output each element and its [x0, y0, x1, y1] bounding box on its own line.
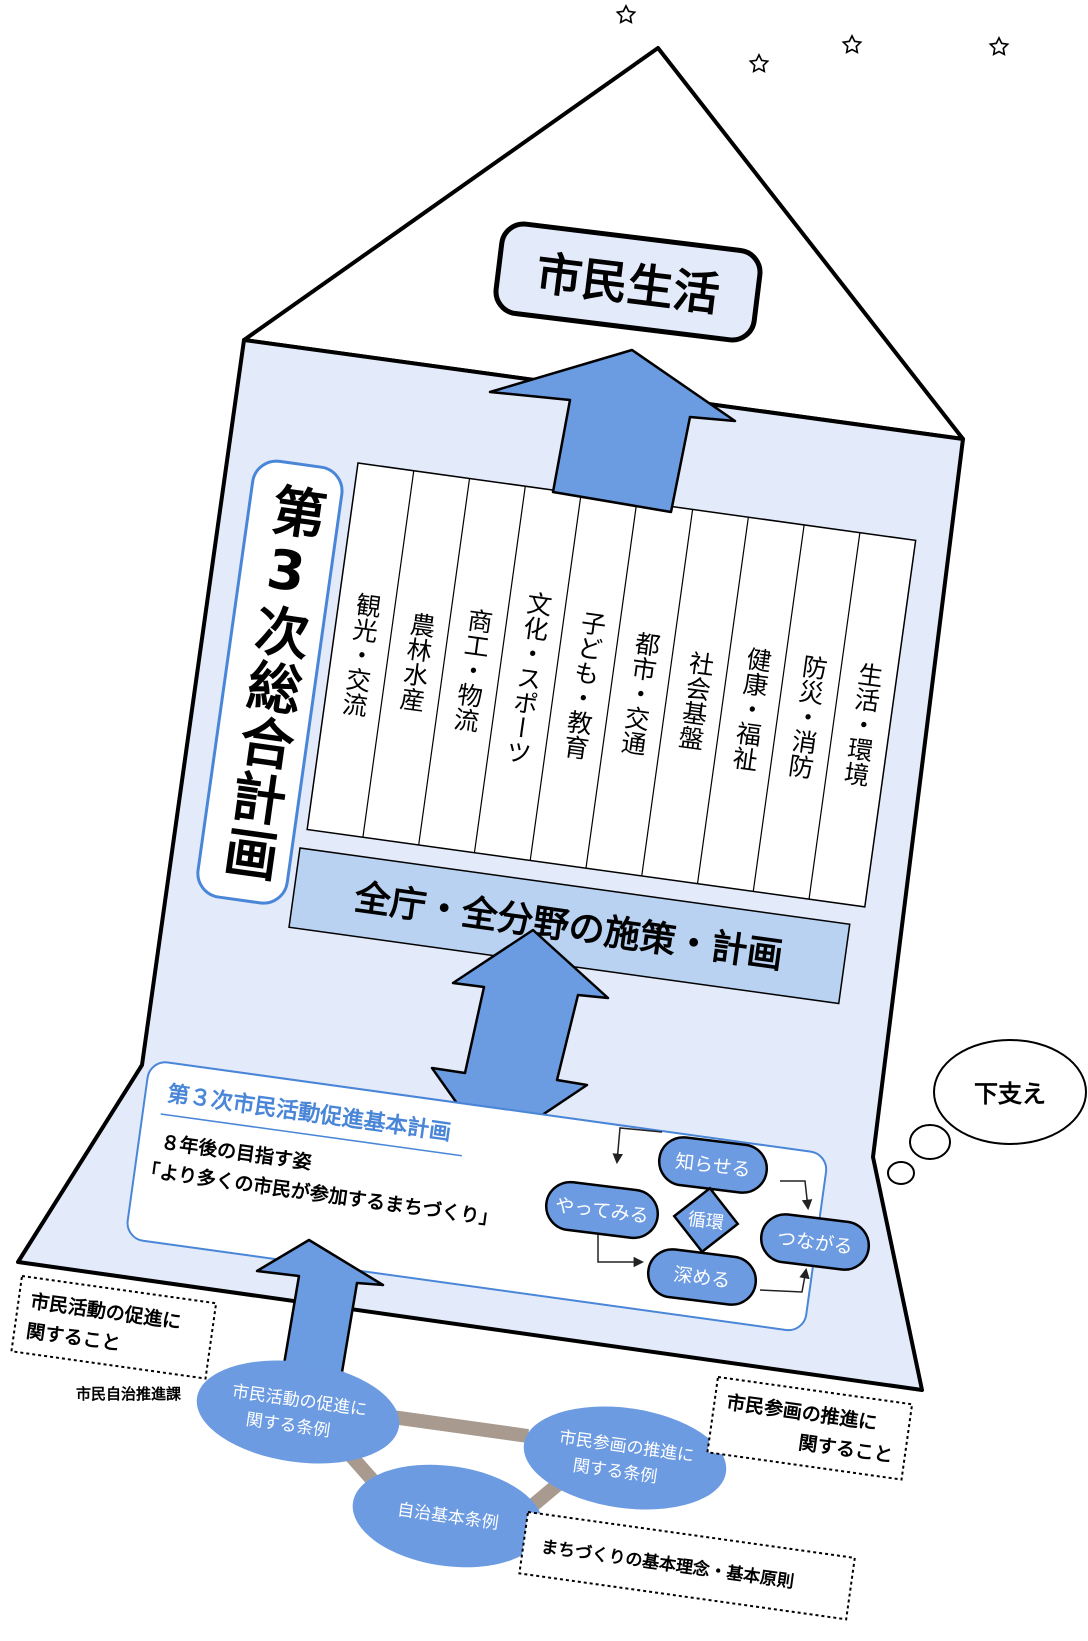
star-icon [841, 34, 863, 54]
thought-bubble: 下支え [887, 1039, 1087, 1185]
star-icon [615, 4, 637, 24]
ordinance-left: 市民活動の促進に 関する条例 [196, 1360, 400, 1464]
field-column-divider [585, 501, 638, 869]
field-labels: 観光・交流農林水産商工・物流文化・スポーツ子ども・教育都市・交通社会基盤健康・福… [307, 463, 916, 907]
fields-columns [306, 462, 917, 908]
thought-label: 下支え [974, 1080, 1046, 1108]
department-label: 市民自治推進課 [76, 1385, 182, 1403]
note-bottom: まちづくりの基本理念・基本原則 [518, 1510, 856, 1621]
cycle-diagram: 知らせる つながる 深める やってみる 循環 [544, 1127, 871, 1306]
cycle-arrow-left [597, 1232, 645, 1268]
roof-title-box: 市民生活 [493, 221, 763, 343]
star-icon [748, 53, 770, 73]
field-column-divider [418, 478, 471, 846]
cycle-step-pill: 深める [646, 1248, 758, 1306]
ordinance-bottom: 自治基本条例 [352, 1464, 544, 1568]
cycle-center-label: 循環 [687, 1209, 725, 1234]
field-column-divider [473, 486, 526, 853]
arrow-up-to-roof [488, 348, 737, 514]
field-column-divider [752, 524, 805, 892]
plan-title-card [196, 459, 344, 905]
cycle-arrow-right [780, 1180, 813, 1211]
field-column-divider [641, 509, 694, 876]
field-column-divider [808, 532, 861, 900]
cycle-arrow-bottom [759, 1267, 810, 1293]
cycle-center-diamond: 循環 [672, 1186, 740, 1254]
field-column-divider [529, 493, 582, 861]
stars-decoration [615, 4, 1010, 73]
cycle-step-pill: やってみる [544, 1180, 660, 1240]
star-icon [988, 36, 1010, 56]
activity-plan-title-underline [160, 1113, 462, 1157]
cycle-step-pill: つながる [759, 1213, 871, 1271]
cycle-step-pill: 知らせる [657, 1136, 769, 1194]
note-left: 市民活動の促進に 関すること [10, 1274, 218, 1380]
field-column-divider [362, 470, 415, 838]
field-column-divider [696, 517, 749, 884]
note-right: 市民参画の推進に 関すること [706, 1375, 914, 1481]
cycle-arrow-top [612, 1127, 663, 1165]
ordinance-right: 市民参画の推進に 関する条例 [523, 1406, 727, 1510]
